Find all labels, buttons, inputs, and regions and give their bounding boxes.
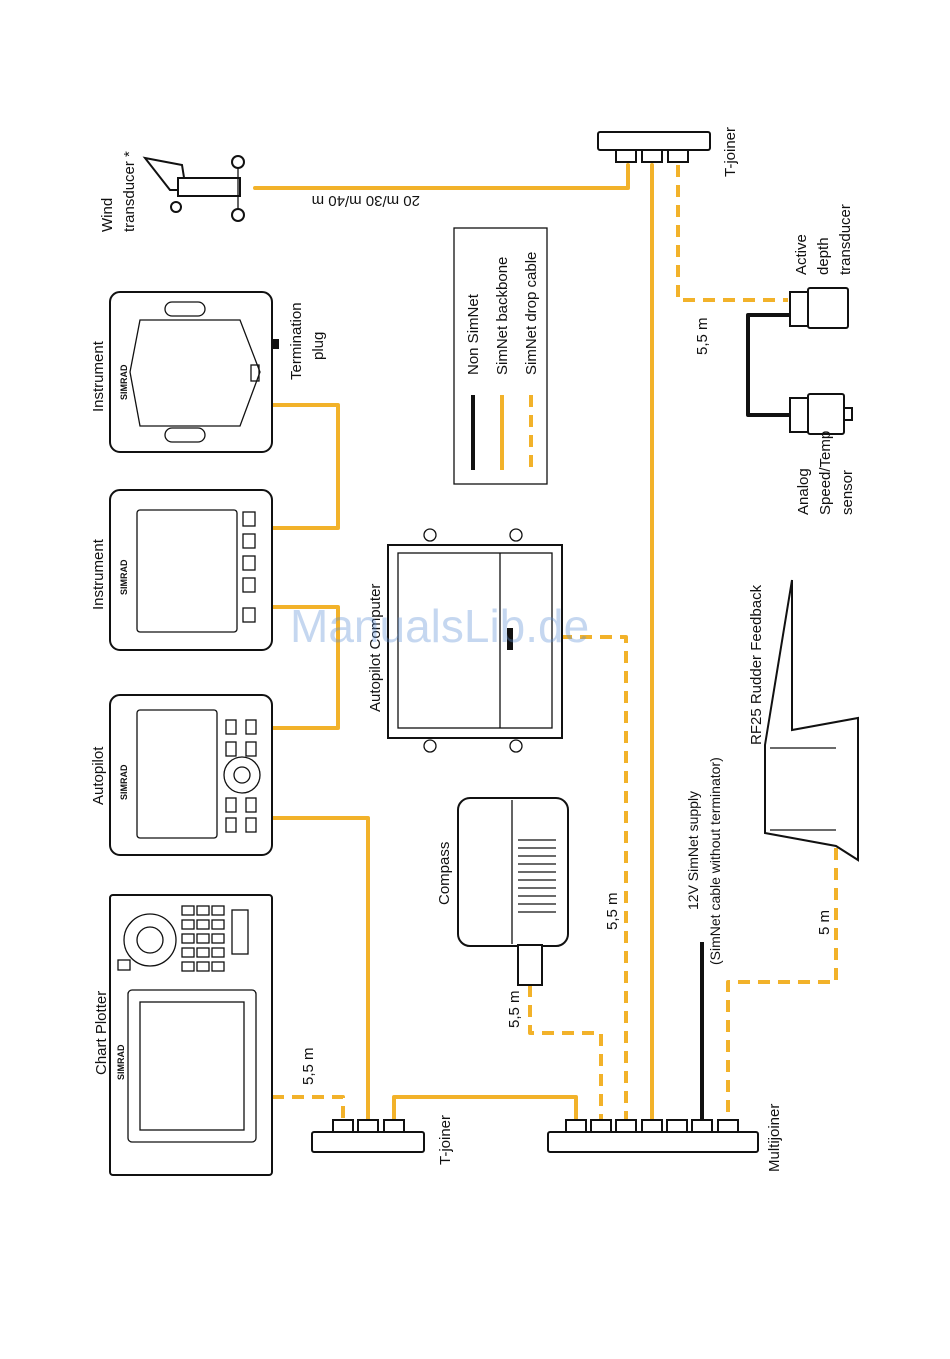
tjoiner-multijoiner-cable (392, 1095, 578, 1124)
autopilot-computer (387, 528, 563, 753)
length-depth: 5,5 m (694, 317, 711, 355)
watermark: ManualsLib.de (290, 600, 589, 652)
rudder-drop-cable (726, 848, 838, 1122)
autopilot: SIMRAD (109, 694, 273, 856)
legend-non-simnet: Non SimNet (465, 293, 482, 375)
depth-transducer-icon (789, 287, 849, 329)
label-depth: Active depth transducer (793, 204, 854, 275)
label-supply-1: 12V SimNet supply (685, 791, 701, 910)
label-wind: Wind transducer * (99, 151, 138, 232)
label-wind-line2: transducer * (121, 151, 138, 232)
label-instrument-2: Instrument (90, 538, 107, 610)
speed-sensor-icon (789, 393, 853, 435)
label-multijoiner: Multijoiner (766, 1104, 783, 1172)
chart-plotter: SIMRAD (109, 894, 273, 1176)
tjoiner-top-icon (597, 131, 711, 163)
termination-plug-icon (273, 339, 279, 349)
length-compass: 5,5 m (506, 990, 523, 1028)
length-wind: 20 m/30 m/40 m (312, 192, 420, 209)
length-rudder: 5 m (816, 910, 833, 935)
compass-icon (457, 797, 569, 986)
compass-drop-cable (528, 985, 603, 1122)
length-plotter: 5,5 m (300, 1047, 317, 1085)
rudder-feedback-icon (764, 579, 859, 862)
label-speed: Analog Speed/Temp sensor (795, 427, 856, 515)
legend-backbone: SimNet backbone (494, 257, 511, 375)
plotter-brand: SIMRAD (116, 1044, 126, 1080)
length-computer: 5,5 m (604, 892, 621, 930)
instrument-2: SIMRAD (109, 489, 273, 651)
instr1-instr2-cable (270, 403, 340, 530)
legend: Non SimNet SimNet backbone SimNet drop c… (453, 227, 548, 485)
label-tjoiner-bottom: T-joiner (437, 1115, 454, 1165)
computer-drop-cable (560, 635, 628, 1122)
multijoiner-icon (547, 1119, 759, 1153)
label-termination: Termination plug (288, 298, 327, 380)
instrument-1-brand: SIMRAD (119, 364, 129, 400)
label-compass: Compass (436, 842, 453, 905)
autopilot-brand: SIMRAD (119, 764, 129, 800)
label-tjoiner-top: T-joiner (722, 127, 739, 177)
tjoiner-bottom-icon (311, 1119, 425, 1153)
plotter-drop-cable (272, 1095, 345, 1122)
label-rudder: RF25 Rudder Feedback (748, 584, 765, 745)
instrument-1: SIMRAD (109, 291, 273, 453)
instrument-2-brand: SIMRAD (119, 559, 129, 595)
legend-drop: SimNet drop cable (523, 252, 540, 375)
label-supply-2: (SimNet cable without terminator) (707, 757, 723, 965)
label-instrument-1: Instrument (90, 340, 107, 412)
label-autopilot-computer: Autopilot Computer (367, 584, 384, 712)
autopilot-tjoiner-cable (270, 816, 370, 1124)
instr2-autopilot-cable (270, 605, 340, 730)
label-chart-plotter: Chart Plotter (93, 991, 110, 1075)
depth-speed-cable (746, 313, 790, 417)
wind-transducer-icon (142, 155, 245, 222)
wind-backbone-cable (253, 163, 630, 190)
label-autopilot: Autopilot (90, 746, 107, 805)
depth-drop-cable (676, 165, 788, 302)
